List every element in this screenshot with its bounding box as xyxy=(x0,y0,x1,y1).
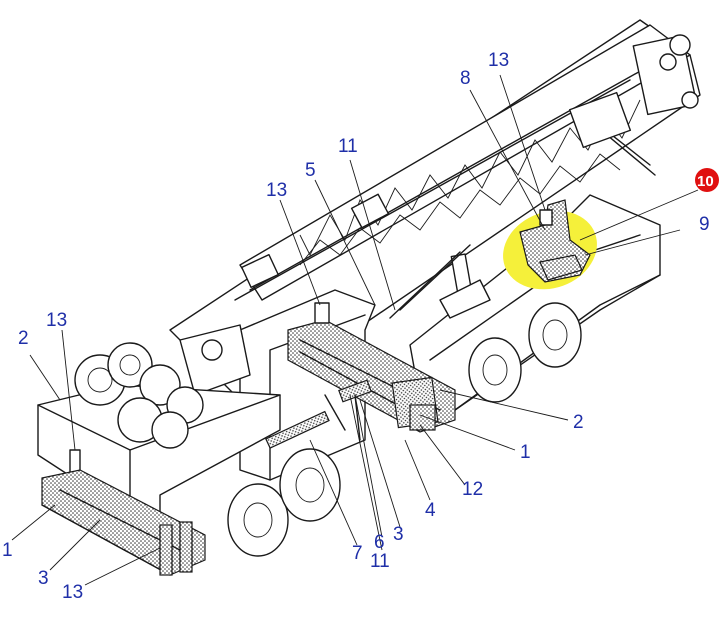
label-1-right: 1 xyxy=(520,442,531,463)
label-10: 10 xyxy=(697,173,714,190)
label-3-right: 3 xyxy=(393,524,404,545)
label-7: 7 xyxy=(352,543,363,564)
label-5: 5 xyxy=(305,160,316,181)
label-12: 12 xyxy=(462,479,483,500)
label-13-left: 13 xyxy=(46,310,67,331)
middle-outrigger xyxy=(265,302,456,449)
label-13-mid: 13 xyxy=(266,180,287,201)
label-11-top: 11 xyxy=(338,136,358,157)
callout-labels: 13 8 11 5 13 10 9 2 13 2 1 12 4 3 6 11 7… xyxy=(2,50,719,603)
badge-10 xyxy=(695,168,719,192)
label-3-left: 3 xyxy=(38,568,49,589)
front-outrigger xyxy=(41,469,206,576)
leader-lines xyxy=(11,74,699,586)
label-8: 8 xyxy=(460,68,471,89)
label-6: 6 xyxy=(374,532,385,553)
label-1-left: 1 xyxy=(2,540,13,561)
label-2-right: 2 xyxy=(573,412,584,433)
wheels xyxy=(227,302,582,557)
label-9: 9 xyxy=(699,214,710,235)
label-13-bottom: 13 xyxy=(62,582,83,603)
label-11-bottom: 11 xyxy=(370,551,390,572)
label-4: 4 xyxy=(425,500,436,521)
label-13-top: 13 xyxy=(488,50,509,71)
highlighted-part xyxy=(503,199,597,290)
label-2-left: 2 xyxy=(18,328,29,349)
